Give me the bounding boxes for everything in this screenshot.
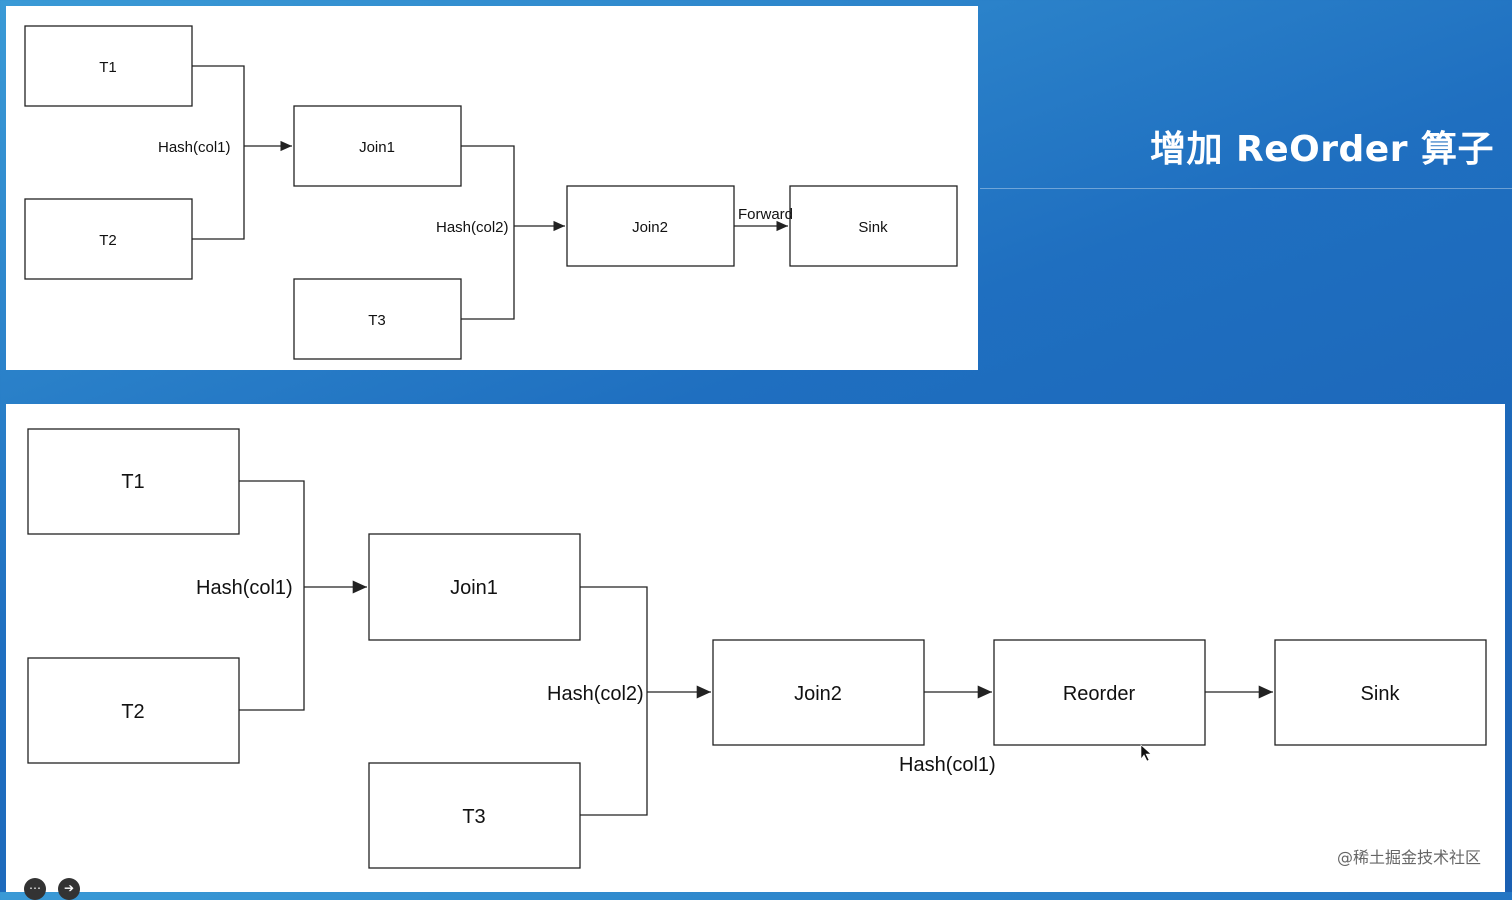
node-t2: T2 <box>27 657 240 764</box>
cursor-icon <box>1140 744 1152 762</box>
node-join1-label: Join1 <box>359 139 395 156</box>
node-t3-label: T3 <box>462 806 485 828</box>
node-t1-label: T1 <box>99 59 117 76</box>
arrow-right-icon[interactable]: ➔ <box>58 878 80 900</box>
node-join2-label: Join2 <box>632 219 668 236</box>
node-t2-label: T2 <box>99 232 117 249</box>
node-join1: Join1 <box>368 533 581 641</box>
node-sink: Sink <box>1274 639 1487 746</box>
edge-label-hash-col1-reorder: Hash(col1) <box>899 754 996 776</box>
edge-join1-t3-join2 <box>461 145 565 320</box>
edge-join1-t3-join2 <box>580 586 711 816</box>
node-join1-label: Join1 <box>450 577 498 599</box>
bottom-diagram-panel: T1 T2 Join1 T3 Join2 Reorder Sink <box>6 404 1505 892</box>
edge-t1-t2-join1 <box>192 65 292 240</box>
credit-watermark: @稀土掘金技术社区 <box>1336 848 1481 867</box>
node-reorder-label: Reorder <box>1063 683 1136 705</box>
node-t3: T3 <box>368 762 581 869</box>
node-sink-label: Sink <box>858 219 888 236</box>
edge-label-hash-col1: Hash(col1) <box>158 139 231 156</box>
edge-label-forward: Forward <box>738 206 793 223</box>
bottom-diagram: T1 T2 Join1 T3 Join2 Reorder Sink <box>27 428 1487 869</box>
node-t1: T1 <box>24 25 193 107</box>
node-sink-label: Sink <box>1361 683 1401 705</box>
title-divider <box>980 188 1512 189</box>
node-t3: T3 <box>293 278 462 360</box>
edge-t1-t2-join1 <box>239 480 367 711</box>
top-diagram: T1 T2 Join1 T3 Join2 Sink Hash(col1) Has… <box>24 25 958 360</box>
slide-title: 增加 ReOrder 算子 <box>1150 129 1495 170</box>
node-t2: T2 <box>24 198 193 280</box>
node-t1: T1 <box>27 428 240 535</box>
node-join2: Join2 <box>712 639 925 746</box>
edge-label-hash-col2: Hash(col2) <box>436 219 509 236</box>
edge-label-hash-col2: Hash(col2) <box>547 683 644 705</box>
more-icon[interactable]: ⋯ <box>24 878 46 900</box>
edge-label-hash-col1: Hash(col1) <box>196 577 293 599</box>
node-t3-label: T3 <box>368 312 386 329</box>
node-reorder: Reorder <box>993 639 1206 746</box>
top-diagram-panel: T1 T2 Join1 T3 Join2 Sink Hash(col1) Has… <box>6 6 978 370</box>
node-join1: Join1 <box>293 105 462 187</box>
node-sink: Sink <box>789 185 958 267</box>
node-t2-label: T2 <box>121 701 144 723</box>
node-join2: Join2 <box>566 185 735 267</box>
node-t1-label: T1 <box>121 471 144 493</box>
node-join2-label: Join2 <box>794 683 842 705</box>
